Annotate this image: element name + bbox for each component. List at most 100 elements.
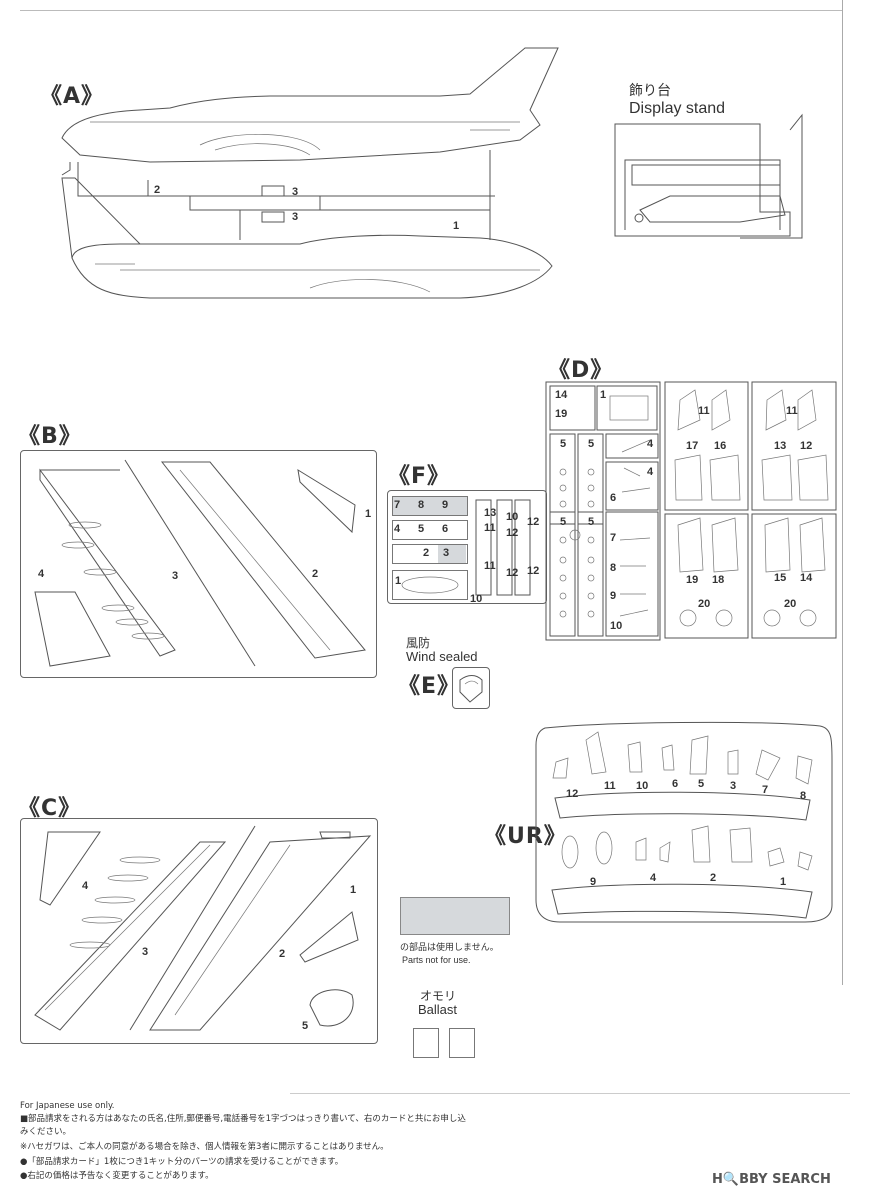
- section-e-label: 《E》: [398, 674, 461, 699]
- ballast-title-en: Ballast: [418, 1002, 458, 1017]
- unused-parts-text-jp: の部品は使用しません。: [400, 943, 499, 953]
- section-f-label: 《F》: [388, 464, 451, 489]
- ballast-title-jp: オモリ: [420, 989, 457, 1003]
- part-f-12c: 12: [506, 567, 519, 579]
- runner-b: [34, 459, 366, 667]
- part-c-1: 1: [350, 884, 357, 896]
- display-stand-title-jp: 飾り台: [629, 83, 671, 99]
- part-f-11a: 11: [484, 522, 496, 534]
- part-f-8: 8: [418, 499, 425, 511]
- note-line-1: For Japanese use only.: [20, 1101, 115, 1111]
- part-ur-12: 12: [566, 788, 579, 800]
- runner-f-row2: [392, 520, 468, 540]
- section-c-label: 《C》: [18, 796, 82, 821]
- part-c-3: 3: [142, 946, 149, 958]
- part-ur-6: 6: [672, 778, 679, 790]
- part-d-11a: 11: [698, 405, 710, 417]
- part-d-3: 19: [555, 408, 568, 420]
- part-f-11b: 11: [484, 560, 496, 572]
- part-d-14: 14: [800, 572, 813, 584]
- note-line-3: みください。: [20, 1127, 72, 1137]
- ballast-piece-2: [449, 1028, 475, 1058]
- part-b-1: 1: [365, 508, 372, 520]
- section-ur-label: 《UR》: [484, 824, 567, 849]
- part-f-1: 1: [395, 575, 402, 587]
- part-d-16: 16: [714, 440, 727, 452]
- part-ur-2: 2: [710, 872, 717, 884]
- windscreen-part: [459, 675, 483, 703]
- section-e-title-jp: 風防: [406, 636, 431, 650]
- part-ur-8: 8: [800, 790, 807, 802]
- part-d-8: 8: [610, 562, 617, 574]
- bottom-divider: [290, 1093, 850, 1094]
- runner-b-frame: [20, 450, 377, 678]
- part-d-5b: 5: [588, 438, 595, 450]
- note-line-2: ■部品請求をされる方はあなたの氏名,住所,郵便番号,電話番号を1字づつはっきり書…: [20, 1114, 466, 1124]
- display-stand-drawing: [614, 113, 803, 239]
- unused-parts-swatch: [400, 897, 510, 935]
- part-d-10: 10: [610, 620, 623, 632]
- part-d-13: 13: [774, 440, 787, 452]
- runner-f-parts: [401, 499, 531, 596]
- section-b-label: 《B》: [18, 424, 82, 449]
- display-stand-title-en: Display stand: [629, 100, 726, 117]
- part-ur-4: 4: [650, 872, 657, 884]
- part-b-4: 4: [38, 568, 45, 580]
- runner-e-frame: [452, 667, 490, 709]
- part-ur-7: 7: [762, 784, 769, 796]
- runner-f-row3: [392, 544, 468, 564]
- runner-a: [61, 47, 559, 299]
- part-d-2: 14: [555, 389, 568, 401]
- part-c-5: 5: [302, 1020, 309, 1032]
- part-f-9: 9: [442, 499, 449, 511]
- top-margin-line: [20, 10, 842, 11]
- part-f-10a: 10: [506, 511, 519, 523]
- part-f-12a: 12: [527, 516, 540, 528]
- part-d-20b: 20: [784, 598, 797, 610]
- watermark-logo: H🔍BBY SEARCH: [712, 1172, 831, 1187]
- part-d-5d: 5: [588, 516, 595, 528]
- part-d-17: 17: [686, 440, 699, 452]
- part-f-13: 13: [484, 507, 497, 519]
- unused-parts-text-en: Parts not for use.: [402, 955, 471, 965]
- section-a-label: 《A》: [40, 84, 105, 109]
- runner-d: [545, 381, 837, 641]
- part-a-3b: 3: [292, 211, 299, 223]
- runner-f-row4: [392, 570, 468, 600]
- part-ur-5: 5: [698, 778, 705, 790]
- part-f-12b: 12: [506, 527, 519, 539]
- runner-ur: [535, 721, 833, 923]
- part-d-5c: 5: [560, 516, 567, 528]
- part-b-2: 2: [312, 568, 319, 580]
- part-d-1: 1: [600, 389, 607, 401]
- part-d-19: 19: [686, 574, 699, 586]
- part-ur-10: 10: [636, 780, 649, 792]
- runner-c-frame: [20, 818, 378, 1044]
- part-d-20a: 20: [698, 598, 711, 610]
- part-b-3: 3: [172, 570, 179, 582]
- part-d-7: 7: [610, 532, 617, 544]
- part-f-7: 7: [394, 499, 401, 511]
- part-c-4: 4: [82, 880, 89, 892]
- part-f-4: 4: [394, 523, 401, 535]
- right-margin-line: [842, 0, 843, 985]
- part-a-3a: 3: [292, 186, 299, 198]
- part-f-12d: 12: [527, 565, 540, 577]
- part-a-1: 1: [453, 220, 460, 232]
- part-d-15: 15: [774, 572, 787, 584]
- ballast-piece-1: [413, 1028, 439, 1058]
- part-d-18: 18: [712, 574, 725, 586]
- part-f-2: 2: [423, 547, 430, 559]
- part-a-2: 2: [154, 184, 161, 196]
- part-ur-9: 9: [590, 876, 597, 888]
- section-d-label: 《D》: [548, 358, 614, 383]
- runner-f-row1: [392, 496, 468, 516]
- part-d-4a: 4: [647, 438, 654, 450]
- part-ur-1: 1: [780, 876, 787, 888]
- part-c-2: 2: [279, 948, 286, 960]
- part-f-5: 5: [418, 523, 425, 535]
- runner-f-row3-shade: [438, 545, 466, 563]
- note-line-5: ●「部品請求カード」1枚につき1キット分のパーツの請求を受けることができます。: [20, 1157, 344, 1167]
- part-ur-11: 11: [604, 780, 616, 792]
- part-d-12: 12: [800, 440, 813, 452]
